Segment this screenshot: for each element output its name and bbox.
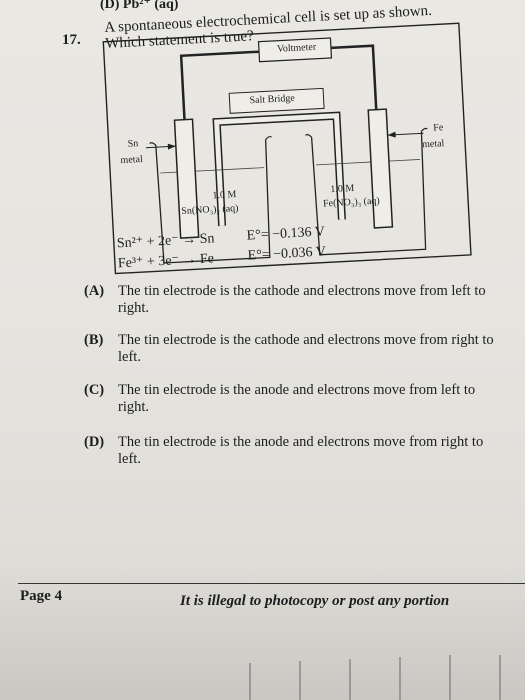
previous-option-fragment: (D) Pb²⁺ (aq) bbox=[100, 0, 179, 12]
option-c-text: The tin electrode is the anode and elect… bbox=[118, 382, 476, 415]
option-d-letter: (D) bbox=[84, 434, 105, 450]
iron-electrode bbox=[367, 108, 394, 229]
footer-rule bbox=[18, 583, 525, 584]
option-d-text: The tin electrode is the anode and elect… bbox=[118, 434, 484, 467]
salt-bridge-box bbox=[228, 87, 325, 114]
copyright-notice: It is illegal to photocopy or post any p… bbox=[180, 593, 450, 609]
background-stripes bbox=[249, 655, 501, 700]
right-concentration: 1.0 M bbox=[330, 182, 355, 196]
option-b-text: The tin electrode is the cathode and ele… bbox=[118, 332, 494, 365]
left-wire bbox=[179, 50, 260, 120]
page-number: Page 4 bbox=[20, 588, 63, 604]
left-solution-level bbox=[160, 167, 265, 174]
voltmeter-label: Voltmeter bbox=[276, 41, 317, 55]
right-solution-level bbox=[316, 159, 420, 166]
tin-electrode-sublabel: metal bbox=[120, 153, 144, 167]
salt-bridge-label: Salt Bridge bbox=[249, 92, 296, 107]
diagram-frame bbox=[102, 22, 472, 275]
iron-electrode-label: Fe bbox=[432, 122, 444, 134]
tin-electrode bbox=[173, 118, 200, 239]
tin-electrode-label: Sn bbox=[127, 138, 139, 150]
right-beaker bbox=[310, 131, 427, 256]
option-a-text: The tin electrode is the cathode and ele… bbox=[118, 283, 486, 316]
salt-bridge-inner bbox=[214, 113, 345, 227]
option-c-letter: (C) bbox=[84, 382, 105, 398]
option-b-letter: (B) bbox=[84, 332, 104, 348]
left-beaker bbox=[155, 139, 271, 264]
left-concentration: 1.0 M bbox=[212, 189, 237, 202]
cell-diagram-drawing bbox=[102, 22, 472, 275]
question-number: 17. bbox=[62, 32, 81, 48]
iron-electrode-sublabel: metal bbox=[421, 138, 445, 151]
cell-diagram: Voltmeter Salt Bridge Sn metal Fe metal … bbox=[100, 17, 474, 280]
right-wire bbox=[330, 44, 378, 110]
option-a-letter: (A) bbox=[84, 283, 105, 299]
